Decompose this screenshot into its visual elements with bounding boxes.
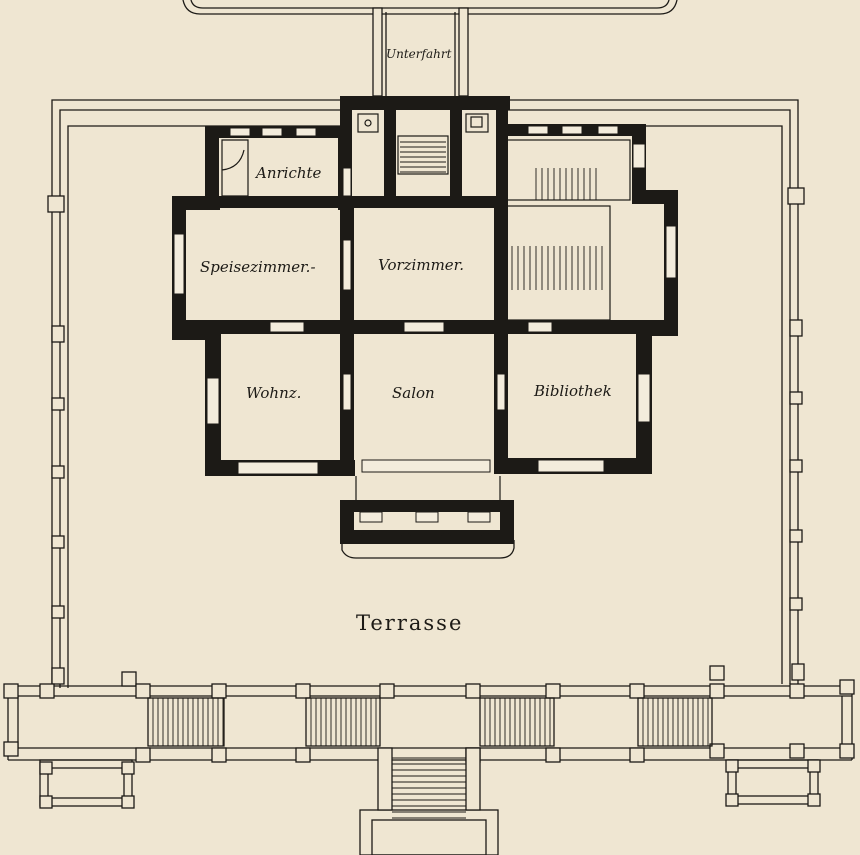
label-salon: Salon bbox=[392, 384, 435, 402]
right-stair-well bbox=[505, 139, 631, 201]
terrace-step-treads bbox=[152, 698, 709, 819]
unterfahrt-post-right bbox=[458, 7, 469, 97]
terrace-steps bbox=[147, 697, 713, 747]
bay-base bbox=[341, 540, 515, 559]
driveway-outline-inner bbox=[190, 0, 670, 9]
vestibule-stairs bbox=[397, 135, 449, 175]
driveway-outline bbox=[182, 0, 678, 15]
vestibule-niche-right bbox=[465, 113, 489, 133]
label-bibliothek: Bibliothek bbox=[533, 382, 612, 400]
label-speisezimmer: Speisezimmer.- bbox=[200, 258, 316, 276]
vestibule-stove-icon bbox=[364, 119, 372, 127]
label-anrichte: Anrichte bbox=[254, 164, 322, 182]
main-stair-flight bbox=[505, 205, 611, 321]
label-wohnz: Wohnz. bbox=[246, 384, 301, 402]
label-vorzimmer: Vorzimmer. bbox=[378, 256, 464, 274]
vestibule-niche-left bbox=[357, 113, 379, 133]
bay-columns bbox=[361, 533, 491, 543]
anrichte-spiral-stair bbox=[221, 139, 249, 197]
label-unterfahrt: Unterfahrt bbox=[386, 47, 452, 61]
corner-pavilion-right bbox=[725, 759, 821, 807]
front-staircase bbox=[359, 747, 499, 855]
terrace-posts bbox=[47, 187, 805, 685]
vestibule-box-icon bbox=[470, 116, 483, 128]
windows bbox=[173, 125, 677, 523]
label-terrasse: Terrasse bbox=[356, 611, 463, 635]
unterfahrt-post-left bbox=[372, 7, 383, 97]
corner-pavilion-left bbox=[39, 759, 135, 809]
balustrade-posts bbox=[3, 665, 855, 763]
interior-stair-treads bbox=[400, 141, 603, 290]
